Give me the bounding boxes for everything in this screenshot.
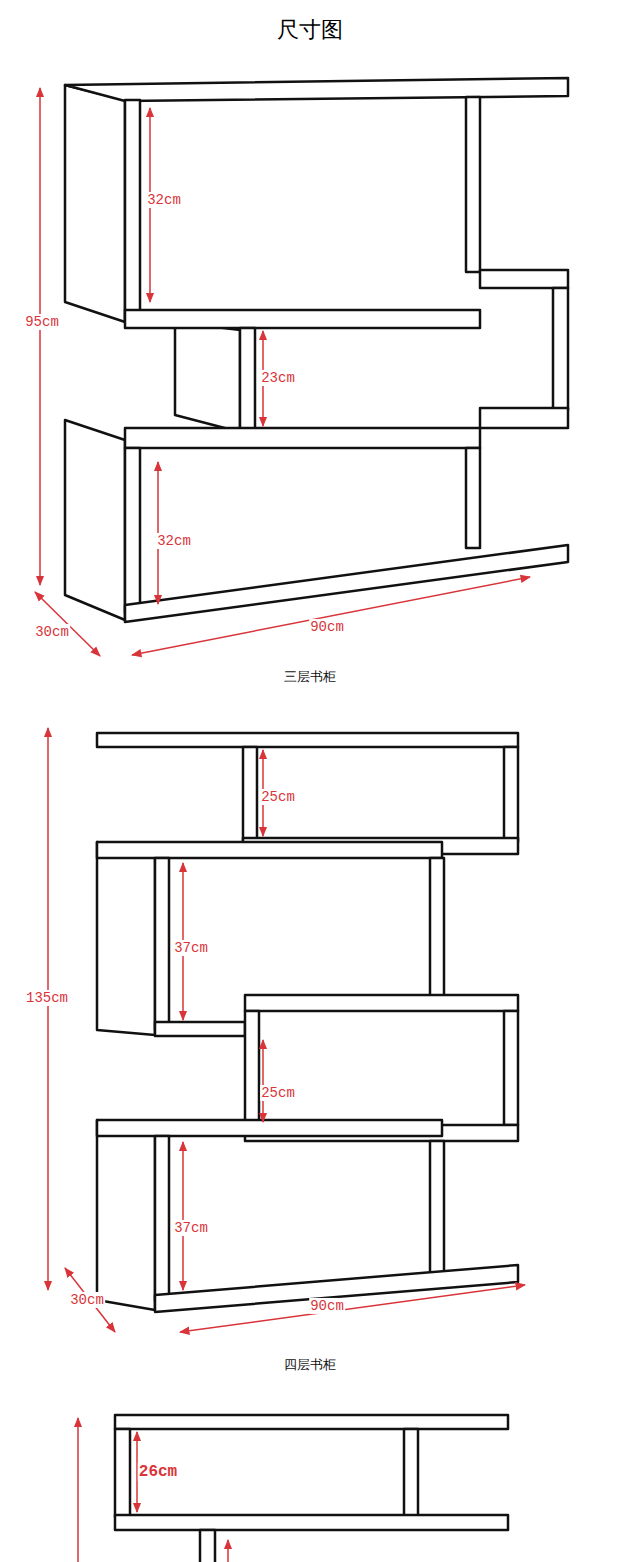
shelf-board	[97, 733, 518, 747]
dimension-label: 30cm	[34, 624, 70, 640]
dimension-label: 37cm	[173, 1220, 209, 1236]
shelf-panel	[466, 97, 480, 272]
dimension-label: 23cm	[260, 370, 296, 386]
shelf-panel	[115, 1429, 130, 1517]
shelf-panel	[240, 328, 255, 433]
shelf-panel	[553, 288, 568, 410]
dimension-line	[182, 1142, 184, 1290]
dimension-label: 26cm	[138, 1463, 178, 1481]
figure-caption: 三层书柜	[283, 670, 337, 685]
four-tier-shelf	[97, 733, 518, 1312]
shelf-panel	[155, 858, 169, 1030]
shelf-panel	[245, 1011, 259, 1125]
shelf-board	[480, 408, 568, 428]
side-face	[97, 1120, 155, 1310]
dimension-label: 90cm	[309, 1298, 345, 1314]
diagram-title: 尺寸图	[276, 17, 344, 42]
dimension-line	[227, 1540, 229, 1562]
dimension-label: 95cm	[24, 314, 60, 330]
shelf-panel	[466, 448, 480, 548]
shelf-board	[125, 545, 568, 622]
dimension-label: 25cm	[260, 789, 296, 805]
shelf-board	[65, 78, 568, 101]
shelf-panel	[125, 100, 140, 322]
dimension-line	[262, 1040, 264, 1122]
dimension-line	[77, 1418, 79, 1562]
dimension-label: 90cm	[309, 619, 345, 635]
dimension-line	[39, 88, 41, 585]
shelf-board	[480, 270, 568, 288]
shelf-board	[155, 1022, 245, 1036]
dimension-lines	[35, 88, 530, 1562]
shelf-board	[125, 428, 480, 448]
shelf-panel	[155, 1136, 169, 1301]
three-tier-shelf	[65, 78, 568, 622]
five-tier-shelf	[115, 1415, 508, 1562]
dimension-label: 32cm	[156, 533, 192, 549]
shelf-panel	[504, 1011, 518, 1125]
shelf-board	[115, 1415, 508, 1429]
shelf-panel	[430, 1141, 444, 1279]
dimension-label: 37cm	[173, 940, 209, 956]
shelf-board	[125, 310, 480, 328]
shelf-panel	[430, 858, 444, 998]
shelf-board	[97, 1120, 442, 1136]
side-face	[175, 322, 240, 432]
side-face	[97, 842, 155, 1035]
shelf-panel	[404, 1429, 418, 1517]
figure-caption: 四层书柜	[283, 1358, 337, 1373]
shelf-panel	[200, 1530, 215, 1562]
dimension-label: 32cm	[146, 192, 182, 208]
shelf-board	[97, 842, 442, 858]
side-face	[65, 420, 125, 620]
dimension-line	[65, 1268, 115, 1332]
dimension-line	[132, 577, 530, 655]
shelf-panel	[504, 747, 518, 842]
shelf-board	[115, 1515, 508, 1530]
dimension-line	[35, 592, 100, 656]
shelf-panel	[125, 448, 140, 613]
shelf-panel	[243, 747, 257, 842]
dimension-line	[47, 728, 49, 1290]
dimension-line	[180, 1285, 525, 1332]
dimension-label: 135cm	[25, 990, 69, 1006]
dimension-label: 25cm	[260, 1085, 296, 1101]
dimension-label: 30cm	[69, 1292, 105, 1308]
side-face	[65, 85, 125, 322]
shelf-board	[245, 995, 518, 1011]
